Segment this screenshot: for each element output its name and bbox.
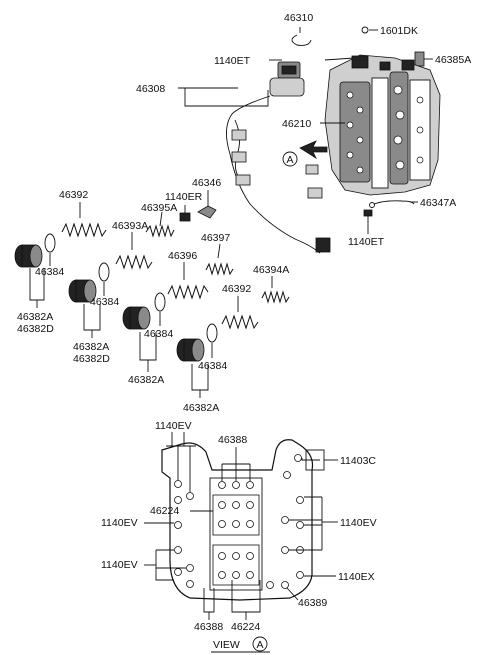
- label-1601dk: 1601DK: [380, 25, 418, 37]
- label-1140ev-left2: 1140EV: [101, 559, 138, 571]
- label-46310: 46310: [284, 12, 313, 24]
- label-46389: 46389: [298, 597, 327, 609]
- label-46382a-c: 46382A: [128, 374, 164, 386]
- label-46388-bot: 46388: [194, 621, 223, 633]
- label-46395a: 46395A: [141, 202, 177, 214]
- label-1140et-bot: 1140ET: [348, 236, 385, 248]
- view-caption-label: VIEW: [213, 639, 240, 651]
- view-caption-marker: A: [256, 639, 263, 651]
- label-1140ev-right: 1140EV: [340, 517, 377, 529]
- label-46382a-d: 46382A: [183, 402, 219, 414]
- spring-46397: [205, 262, 234, 276]
- plunger-46382-c: [122, 292, 166, 330]
- bolt-1140et-shape: [363, 209, 373, 234]
- label-46384-b: 46384: [90, 296, 119, 308]
- label-46382a-a: 46382A: [17, 311, 53, 323]
- valve-body-46210: [324, 54, 441, 196]
- spring-46392-a: [61, 222, 107, 238]
- label-11403c: 11403C: [340, 455, 376, 467]
- view-marker-circle-icon: A: [282, 151, 298, 167]
- clip-46346-shape: [197, 190, 217, 219]
- label-1140et-top: 1140ET: [214, 55, 251, 67]
- label-46388-top: 46388: [218, 434, 247, 446]
- bolt-1140er-shape: [179, 205, 191, 222]
- view-a-plate: [161, 439, 314, 601]
- connector-icon: [231, 129, 331, 253]
- spring-46396: [167, 284, 209, 300]
- label-1140ex: 1140EX: [338, 571, 375, 583]
- label-46382d-a: 46382D: [17, 323, 54, 335]
- label-1140ev-left1: 1140EV: [101, 517, 138, 529]
- view-a-leaders: [144, 432, 338, 620]
- direction-arrow-icon: [299, 140, 328, 160]
- spring-46394a: [261, 290, 290, 304]
- label-46396: 46396: [168, 250, 197, 262]
- label-46385a: 46385A: [435, 54, 471, 66]
- spring-46392-b: [221, 314, 259, 330]
- label-1140ev-top: 1140EV: [155, 420, 192, 432]
- label-46392-a: 46392: [59, 189, 88, 201]
- label-46382a-b: 46382A: [73, 341, 109, 353]
- plunger-46382-d: [176, 323, 218, 362]
- spring-46393a: [115, 254, 153, 270]
- rod-46347a-shape: [369, 200, 415, 208]
- label-46346: 46346: [192, 177, 221, 189]
- label-46393a: 46393A: [112, 220, 148, 232]
- spring-46395a: [145, 224, 175, 238]
- label-46308: 46308: [136, 83, 165, 95]
- label-46384-c: 46384: [144, 328, 173, 340]
- block-46385a-shape: [414, 51, 433, 67]
- label-46384-d: 46384: [198, 360, 227, 372]
- label-46384-a: 46384: [35, 266, 64, 278]
- label-46382d-b: 46382D: [73, 353, 110, 365]
- view-marker-circle-icon: A: [252, 636, 268, 652]
- wiring-harness-46308: [226, 61, 331, 254]
- label-46397: 46397: [201, 232, 230, 244]
- label-46210: 46210: [282, 118, 311, 130]
- label-46347a: 46347A: [420, 197, 456, 209]
- label-46394a: 46394A: [253, 264, 289, 276]
- arrow-marker-letter: A: [286, 154, 293, 166]
- label-46224-left: 46224: [150, 505, 179, 517]
- clip-46310-shape: [291, 27, 312, 46]
- label-46224-bot: 46224: [231, 621, 260, 633]
- label-1140er: 1140ER: [165, 191, 203, 203]
- label-46392-b: 46392: [222, 283, 251, 295]
- plunger-46382-a: [14, 233, 56, 268]
- ring-1601dk-shape: [361, 26, 369, 34]
- plunger-46382-b: [68, 262, 110, 303]
